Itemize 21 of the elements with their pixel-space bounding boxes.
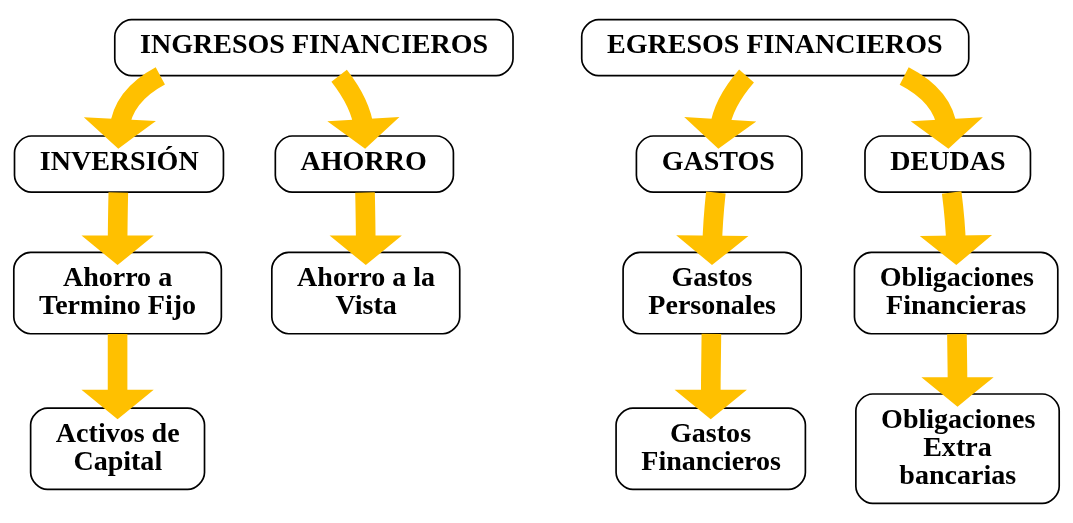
node-box: EGRESOS FINANCIEROS bbox=[580, 18, 970, 77]
node-box: Obligaciones Extra bancarias bbox=[855, 393, 1061, 505]
arrow bbox=[81, 333, 154, 420]
arrow bbox=[899, 67, 983, 149]
node-box: Obligaciones Financieras bbox=[853, 251, 1059, 335]
node-box: Activos de Capital bbox=[29, 407, 206, 491]
arrow bbox=[674, 333, 747, 420]
arrow bbox=[676, 191, 749, 266]
node-box: Ahorro a Termino Fijo bbox=[12, 251, 223, 335]
node-box: INGRESOS FINANCIEROS bbox=[113, 18, 514, 77]
arrow bbox=[921, 334, 994, 407]
node-box: AHORRO bbox=[274, 135, 455, 193]
node-box: Ahorro a la Vista bbox=[271, 251, 461, 335]
node-box: GASTOS bbox=[635, 135, 803, 193]
arrow bbox=[329, 192, 402, 266]
node-box: Gastos Financieros bbox=[615, 407, 807, 491]
arrow bbox=[81, 192, 154, 266]
arrow bbox=[83, 67, 166, 149]
node-box: Gastos Personales bbox=[622, 251, 802, 335]
node-box: DEUDAS bbox=[864, 135, 1032, 193]
node-box: INVERSIÓN bbox=[13, 135, 225, 193]
